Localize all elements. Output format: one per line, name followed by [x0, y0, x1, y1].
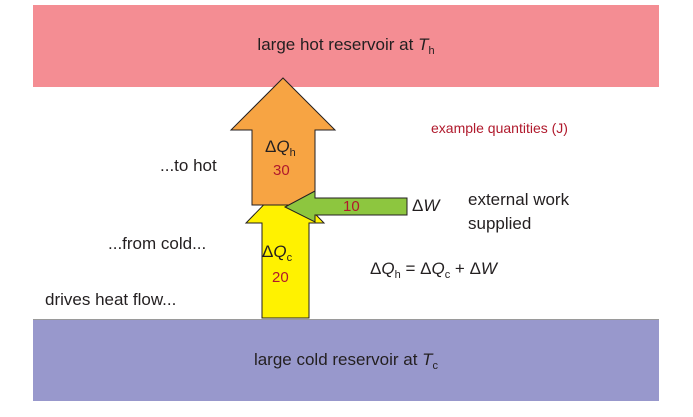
hot-reservoir: large hot reservoir at Th [33, 5, 659, 87]
cold-reservoir-label: large cold reservoir at Tc [253, 349, 439, 372]
from-cold-label: ...from cold... [108, 234, 207, 253]
cold-heat-value: 20 [272, 269, 289, 286]
energy-balance-equation: ΔQh = ΔQc + ΔW [370, 259, 497, 281]
work-arrow [283, 190, 408, 223]
hot-reservoir-label: large hot reservoir at Th [257, 35, 435, 57]
hot-heat-symbol: ΔQh [265, 137, 296, 159]
external-work-label-line2: supplied [468, 214, 532, 233]
example-quantities-label: example quantities (J) [431, 120, 568, 136]
drives-heat-flow-label: drives heat flow... [45, 290, 177, 309]
work-value: 10 [343, 198, 360, 215]
to-hot-label: ...to hot [160, 156, 217, 175]
external-work-label-line1: external work [468, 190, 570, 209]
cold-reservoir: large cold reservoir at Tc [33, 319, 659, 401]
hot-heat-value: 30 [273, 162, 290, 179]
work-symbol: ΔW [412, 196, 440, 215]
cold-heat-symbol: ΔQc [262, 242, 293, 264]
